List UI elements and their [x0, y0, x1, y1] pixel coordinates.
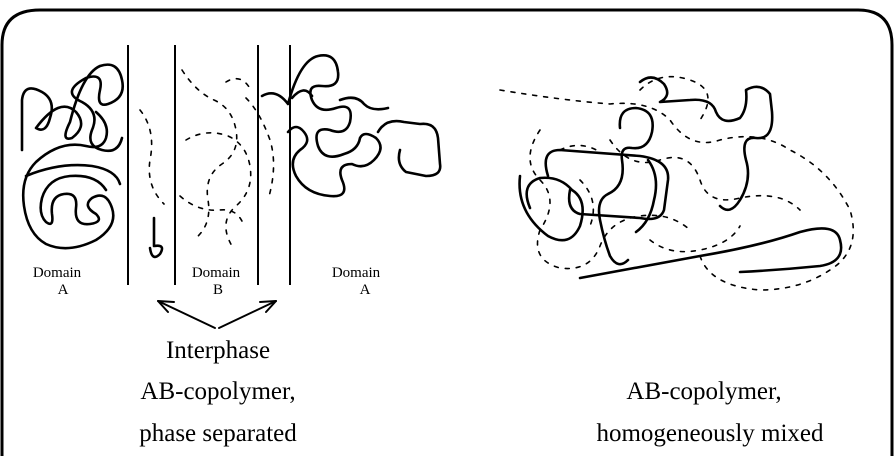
domain-a-left-letter: A	[58, 282, 69, 298]
domain-a-left-title: Domain	[33, 265, 82, 281]
left-caption-line2: phase separated	[139, 420, 297, 447]
domain-b-letter: B	[213, 282, 223, 298]
right-caption-line2: homogeneously mixed	[596, 420, 824, 447]
right-caption-line1: AB-copolymer,	[626, 378, 781, 405]
interphase-label: Interphase	[166, 337, 270, 364]
domain-a-right-letter: A	[360, 282, 371, 298]
domain-a-right-title: Domain	[332, 265, 381, 281]
domain-b-title: Domain	[192, 265, 241, 281]
left-caption-line1: AB-copolymer,	[140, 378, 295, 405]
